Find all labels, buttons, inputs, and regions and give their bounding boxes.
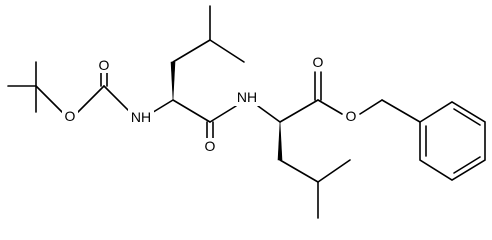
oxygen-label-ester-carbonyl: O xyxy=(313,54,324,70)
wedge-alpha2-to-ch2 xyxy=(277,121,283,161)
bond-ch2-to-ch xyxy=(172,39,211,63)
oxygen-label-boc-carbonyl: O xyxy=(99,57,110,73)
bond-ch-to-methyl-right-2 xyxy=(317,159,351,183)
bond-nh-to-alpha2 xyxy=(257,105,281,123)
bond-ether-o-to-carbonyl-c xyxy=(75,85,105,115)
benzene-inner-double-2 xyxy=(453,156,481,174)
skeletal-structure-diagram: O O NH NH O O O xyxy=(7,5,486,219)
benzene-ring xyxy=(419,101,486,181)
bond-alpha2-to-ester-c xyxy=(279,99,319,123)
bond-ch-to-methyl-right xyxy=(209,39,245,63)
bond-ch2-to-ring xyxy=(381,99,421,123)
oxygen-label-boc-ether: O xyxy=(65,108,76,124)
wedge-alpha1-to-ch2 xyxy=(170,61,176,101)
bond-alpha1-to-amide-c xyxy=(172,99,211,123)
nh-label-boc: NH xyxy=(131,109,151,125)
bond-boc-c-to-nh xyxy=(103,85,133,115)
bond-ch2-to-ch-2 xyxy=(279,159,319,183)
bond-amide-c-to-nh xyxy=(209,105,237,123)
bond-tbu-to-ether-o xyxy=(35,85,65,115)
bond-ester-c-to-o xyxy=(317,99,343,115)
oxygen-label-amide-carbonyl: O xyxy=(205,138,216,154)
oxygen-label-ester-ether: O xyxy=(346,108,357,124)
nh-label-amide: NH xyxy=(237,89,257,105)
benzene-inner-double-1 xyxy=(453,108,481,126)
bond-o-to-benzyl-ch2 xyxy=(359,99,383,115)
